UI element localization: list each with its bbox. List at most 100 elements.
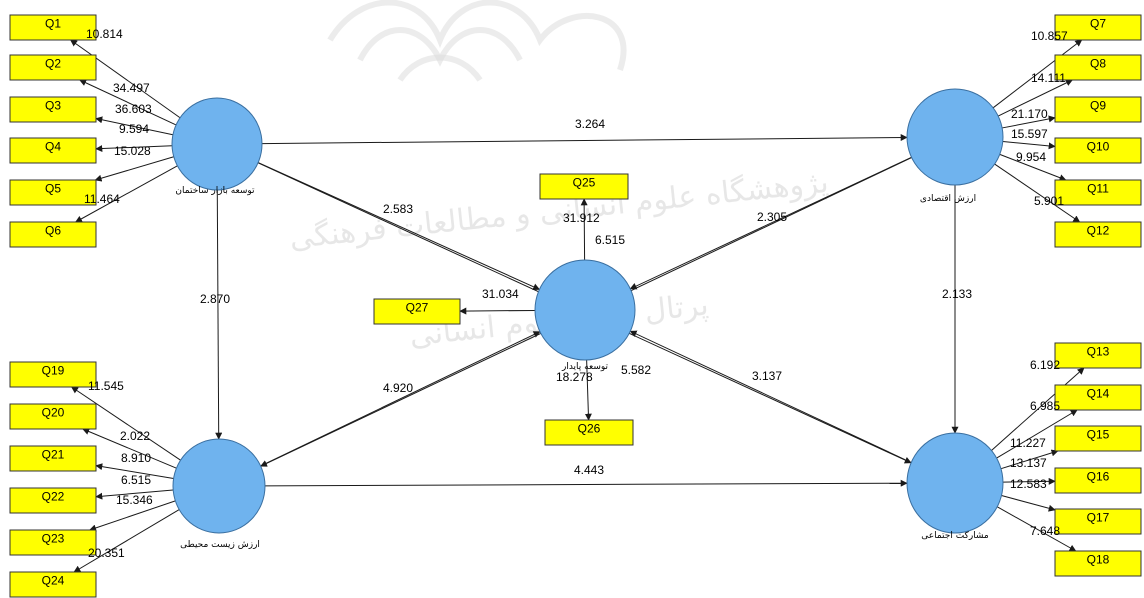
construct-circle[interactable] bbox=[534, 259, 636, 361]
indicator-q12[interactable]: Q12 bbox=[1054, 221, 1142, 248]
indicator-q5[interactable]: Q5 bbox=[9, 179, 97, 206]
indicator-box[interactable] bbox=[9, 14, 97, 41]
construct-env[interactable] bbox=[172, 438, 266, 534]
indicator-box[interactable] bbox=[1054, 384, 1142, 411]
indicator-box[interactable] bbox=[9, 571, 97, 598]
path-arrow-dev-env bbox=[215, 189, 223, 440]
loading-value-q22: 6.515 bbox=[121, 473, 151, 487]
indicator-q1[interactable]: Q1 bbox=[9, 14, 97, 41]
loading-arrow-q17 bbox=[1001, 495, 1056, 512]
indicator-label: Q20 bbox=[42, 406, 65, 420]
indicator-box[interactable] bbox=[1054, 221, 1142, 248]
loading-arrow-q23 bbox=[89, 500, 176, 532]
path-arrow-env-sus bbox=[260, 331, 541, 467]
construct-sus[interactable] bbox=[534, 259, 636, 361]
indicator-q21[interactable]: Q21 bbox=[9, 445, 97, 472]
indicator-label: Q14 bbox=[1087, 387, 1110, 401]
loading-arrow-q22 bbox=[95, 489, 174, 500]
indicator-box[interactable] bbox=[1054, 467, 1142, 494]
construct-dev[interactable] bbox=[171, 97, 263, 191]
indicator-box[interactable] bbox=[9, 96, 97, 123]
construct-label-env: ارزش زیست محیطی bbox=[180, 540, 260, 550]
indicator-box[interactable] bbox=[544, 419, 634, 446]
indicator-box[interactable] bbox=[1054, 14, 1142, 41]
construct-circle[interactable] bbox=[171, 97, 263, 191]
indicator-box[interactable] bbox=[9, 487, 97, 514]
indicator-box[interactable] bbox=[1054, 96, 1142, 123]
path-coefficient-dev-soc: 6.515 bbox=[595, 233, 625, 247]
indicator-box[interactable] bbox=[9, 403, 97, 430]
indicator-q24[interactable]: Q24 bbox=[9, 571, 97, 598]
indicator-box[interactable] bbox=[1054, 425, 1142, 452]
indicator-q8[interactable]: Q8 bbox=[1054, 54, 1142, 81]
indicator-box[interactable] bbox=[1054, 342, 1142, 369]
loading-value-q13: 6.192 bbox=[1030, 358, 1060, 372]
indicator-box[interactable] bbox=[373, 298, 461, 325]
label-layer: 3.2642.5836.5152.8702.3055.5822.1334.920… bbox=[84, 27, 1068, 560]
indicator-q26[interactable]: Q26 bbox=[544, 419, 634, 446]
loading-value-q10: 15.597 bbox=[1011, 127, 1048, 141]
indicator-box[interactable] bbox=[9, 179, 97, 206]
loading-arrow-q16 bbox=[1002, 477, 1056, 485]
loading-arrow-q14 bbox=[996, 409, 1078, 459]
indicator-q11[interactable]: Q11 bbox=[1054, 179, 1142, 206]
loading-arrow-q9 bbox=[1002, 115, 1056, 129]
construct-circle[interactable] bbox=[906, 88, 1004, 186]
indicator-q15[interactable]: Q15 bbox=[1054, 425, 1142, 452]
construct-soc[interactable] bbox=[906, 432, 1004, 534]
indicator-q3[interactable]: Q3 bbox=[9, 96, 97, 123]
indicator-q6[interactable]: Q6 bbox=[9, 221, 97, 248]
loading-arrow-q5 bbox=[94, 156, 174, 182]
indicator-box[interactable] bbox=[9, 529, 97, 556]
indicator-q17[interactable]: Q17 bbox=[1054, 508, 1142, 535]
indicator-box[interactable] bbox=[1054, 137, 1142, 164]
indicator-label: Q16 bbox=[1087, 470, 1110, 484]
indicator-label: Q25 bbox=[573, 176, 596, 190]
construct-circle[interactable] bbox=[906, 432, 1004, 534]
indicator-q25[interactable]: Q25 bbox=[539, 173, 629, 200]
indicator-label: Q21 bbox=[42, 448, 65, 462]
construct-eco[interactable] bbox=[906, 88, 1004, 186]
indicator-q20[interactable]: Q20 bbox=[9, 403, 97, 430]
indicator-box[interactable] bbox=[1054, 508, 1142, 535]
indicator-label: Q22 bbox=[42, 490, 65, 504]
indicator-q2[interactable]: Q2 bbox=[9, 54, 97, 81]
indicator-q27[interactable]: Q27 bbox=[373, 298, 461, 325]
loading-arrow-q4 bbox=[95, 145, 173, 153]
construct-label-dev: توسعه بازار ساختمان bbox=[175, 186, 255, 196]
indicator-q9[interactable]: Q9 bbox=[1054, 96, 1142, 123]
indicator-box[interactable] bbox=[1054, 54, 1142, 81]
loading-value-q14: 6.985 bbox=[1030, 399, 1060, 413]
indicator-q7[interactable]: Q7 bbox=[1054, 14, 1142, 41]
indicator-label: Q15 bbox=[1087, 428, 1110, 442]
indicator-q13[interactable]: Q13 bbox=[1054, 342, 1142, 369]
indicator-q22[interactable]: Q22 bbox=[9, 487, 97, 514]
indicator-box[interactable] bbox=[9, 445, 97, 472]
path-arrow-env-soc bbox=[264, 479, 908, 487]
indicator-q4[interactable]: Q4 bbox=[9, 137, 97, 164]
loading-value-q21: 8.910 bbox=[121, 451, 151, 465]
indicator-box[interactable] bbox=[539, 173, 629, 200]
indicator-q14[interactable]: Q14 bbox=[1054, 384, 1142, 411]
indicator-box[interactable] bbox=[9, 221, 97, 248]
indicator-box[interactable] bbox=[9, 361, 97, 388]
path-coefficient-dev-env: 2.870 bbox=[200, 292, 230, 306]
construct-circle[interactable] bbox=[172, 438, 266, 534]
indicator-box[interactable] bbox=[9, 54, 97, 81]
indicator-q18[interactable]: Q18 bbox=[1054, 550, 1142, 577]
node-layer: Q1Q2Q3Q4Q5Q6Q7Q8Q9Q10Q11Q12Q13Q14Q15Q16Q… bbox=[9, 14, 1142, 598]
loading-value-q18: 7.648 bbox=[1030, 524, 1060, 538]
indicator-label: Q7 bbox=[1090, 17, 1106, 31]
indicator-label: Q23 bbox=[42, 532, 65, 546]
indicator-q19[interactable]: Q19 bbox=[9, 361, 97, 388]
loading-value-q2: 34.497 bbox=[113, 81, 150, 95]
indicator-q16[interactable]: Q16 bbox=[1054, 467, 1142, 494]
indicator-q23[interactable]: Q23 bbox=[9, 529, 97, 556]
path-arrow-dev-eco bbox=[261, 134, 908, 145]
indicator-box[interactable] bbox=[1054, 550, 1142, 577]
indicator-box[interactable] bbox=[9, 137, 97, 164]
path-coefficient-eco-soc: 2.133 bbox=[942, 287, 972, 301]
indicator-q10[interactable]: Q10 bbox=[1054, 137, 1142, 164]
indicator-box[interactable] bbox=[1054, 179, 1142, 206]
